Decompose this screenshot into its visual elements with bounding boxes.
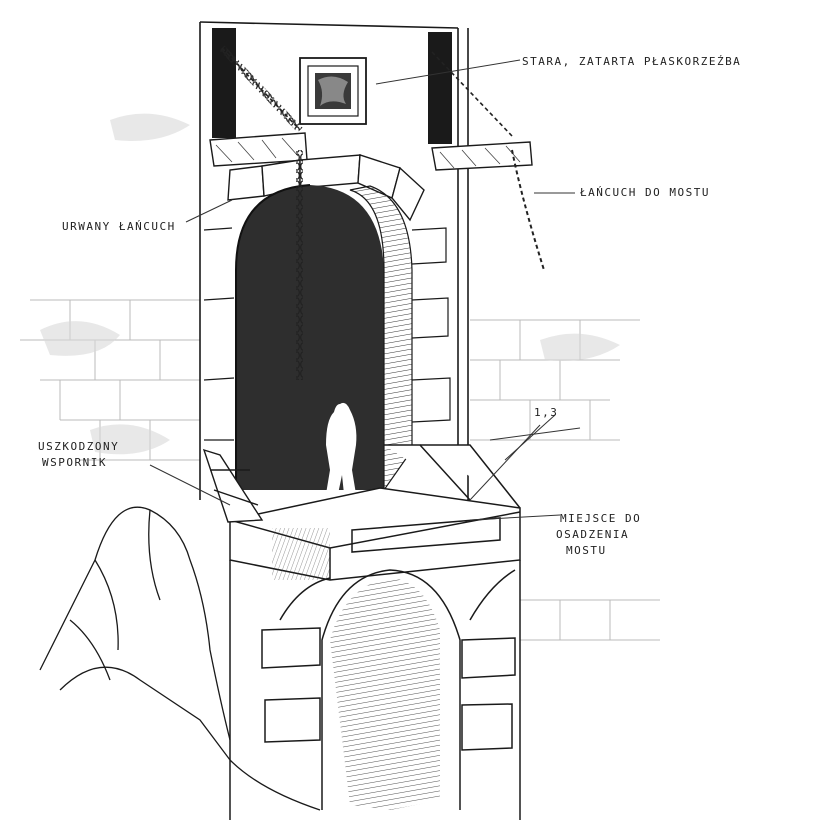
arch-reveal — [349, 185, 413, 492]
bracket-label-line2: WSPORNIK — [42, 456, 107, 469]
leader-lines — [149, 59, 581, 521]
relief-plaque — [299, 57, 367, 125]
doorway-opening — [236, 185, 384, 490]
tower-body — [199, 21, 469, 500]
right-chain — [431, 51, 545, 271]
lower-passage — [229, 560, 521, 820]
right-chain-slot — [428, 32, 452, 144]
mount-label-line3: MOSTU — [566, 544, 607, 557]
broken-bracket — [202, 448, 264, 523]
left-chain-slot — [212, 28, 236, 138]
mount-label-line2: OSADZENIA — [556, 528, 630, 541]
torn-chain-label: URWANY ŁAŃCUCH — [62, 220, 176, 233]
relief-label: STARA, ZATARTA PŁASKORZEŹBA — [522, 55, 742, 68]
rock-outcrop — [39, 506, 321, 811]
figure-silhouette — [326, 402, 357, 494]
bracket-label-line1: USZKODZONY — [38, 440, 120, 453]
mount-label-line1: MIEJSCE DO — [560, 512, 642, 525]
wall-shading — [40, 113, 620, 455]
bridge-chain-label: ŁAŃCUCH DO MOSTU — [580, 186, 710, 199]
passage-shadow — [330, 578, 440, 810]
dimension-label: 1,3 — [534, 406, 559, 419]
left-chain — [219, 45, 303, 380]
